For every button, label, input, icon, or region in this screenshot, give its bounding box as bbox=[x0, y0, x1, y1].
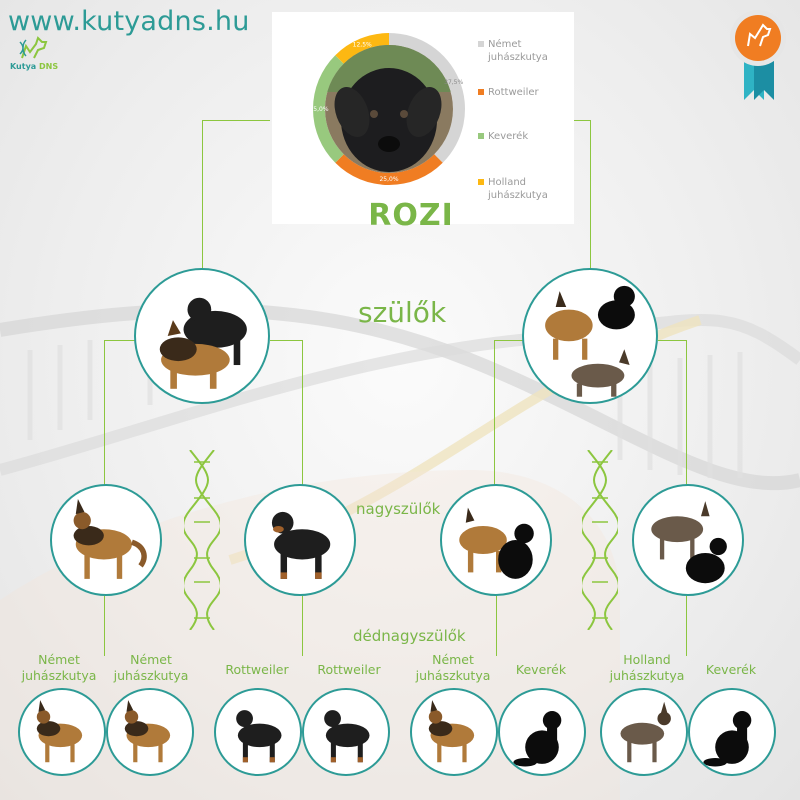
legend-item: Rottweiler bbox=[478, 86, 574, 99]
legend-item: Keverék bbox=[478, 130, 574, 143]
generation-label-great-grandparents: dédnagyszülők bbox=[353, 627, 466, 645]
great-grandparent-portrait bbox=[410, 688, 498, 776]
breed-label: Rottweiler bbox=[317, 662, 381, 677]
dog-name: ROZI bbox=[368, 198, 454, 233]
breed-label: Német juhászkutya bbox=[113, 652, 189, 683]
dog-silhouette-icon bbox=[703, 711, 752, 767]
legend-swatch bbox=[478, 89, 484, 95]
generation-label-parents: szülők bbox=[358, 296, 447, 329]
rottweiler-icon bbox=[236, 710, 282, 763]
dutch-shepherd-and-mix-icon bbox=[651, 501, 727, 584]
dutch-shepherd-icon bbox=[620, 701, 671, 763]
legend-item: Holland juhászkutya bbox=[478, 176, 574, 202]
parent-portrait bbox=[522, 268, 658, 404]
parent-portrait bbox=[134, 268, 270, 404]
chart-slice-1 bbox=[389, 33, 465, 163]
great-grandparent-portrait bbox=[214, 688, 302, 776]
rottweiler-icon bbox=[324, 710, 370, 763]
german-shepherd-icon bbox=[73, 498, 147, 579]
great-grandparent-portrait bbox=[18, 688, 106, 776]
certificate-badge-icon bbox=[730, 10, 786, 100]
chart-slice-label: 12,5% bbox=[353, 41, 372, 48]
site-url[interactable]: www.kutyadns.hu bbox=[8, 6, 250, 37]
breed-label: Rottweiler bbox=[225, 662, 289, 677]
grandparent-portrait bbox=[50, 484, 162, 596]
rottweiler-icon bbox=[271, 511, 331, 579]
german-shepherd-and-mix-icon bbox=[459, 507, 534, 579]
dna-strand-icon bbox=[184, 450, 220, 630]
breed-label: Keverék bbox=[515, 662, 567, 677]
german-shepherd-icon bbox=[428, 700, 475, 763]
german-shepherd-icon bbox=[124, 700, 171, 763]
grandparent-portrait bbox=[244, 484, 356, 596]
german-shepherd-and-mix-icon bbox=[545, 285, 635, 397]
breed-donut-chart: 37,5% 25,0% 25,0% 12,5% bbox=[312, 33, 465, 185]
breed-chart-panel: 37,5% 25,0% 25,0% 12,5% Német juhászkutya R… bbox=[272, 12, 574, 224]
brand-name: Kutya DNS bbox=[10, 62, 59, 71]
generation-label-grandparents: nagyszülők bbox=[356, 500, 441, 518]
chart-slice-2 bbox=[335, 154, 443, 185]
great-grandparent-portrait bbox=[106, 688, 194, 776]
legend-swatch bbox=[478, 133, 484, 139]
breed-label: Holland juhászkutya bbox=[609, 652, 685, 683]
rottweiler-and-german-shepherd-icon bbox=[159, 297, 247, 389]
dog-silhouette-icon bbox=[513, 711, 562, 767]
great-grandparent-portrait bbox=[600, 688, 688, 776]
chart-slice-label: 25,0% bbox=[379, 176, 398, 183]
legend-swatch bbox=[478, 179, 484, 185]
legend-item: Német juhászkutya bbox=[478, 38, 574, 64]
chart-slice-4 bbox=[335, 33, 389, 64]
chart-slice-label: 25,0% bbox=[312, 106, 329, 113]
breed-label: Német juhászkutya bbox=[415, 652, 491, 683]
rozi-photo bbox=[325, 45, 453, 173]
dna-strand-icon bbox=[582, 450, 618, 630]
great-grandparent-portrait bbox=[688, 688, 776, 776]
breed-label: Keverék bbox=[705, 662, 757, 677]
german-shepherd-icon bbox=[36, 700, 83, 763]
great-grandparent-portrait bbox=[302, 688, 390, 776]
breed-label: Német juhászkutya bbox=[21, 652, 97, 683]
chart-slice-label: 37,5% bbox=[444, 79, 463, 86]
chart-slice-3 bbox=[313, 55, 344, 163]
great-grandparent-portrait bbox=[498, 688, 586, 776]
grandparent-portrait bbox=[632, 484, 744, 596]
legend-swatch bbox=[478, 41, 484, 47]
kutyadns-logo-icon bbox=[19, 36, 48, 59]
grandparent-portrait bbox=[440, 484, 552, 596]
